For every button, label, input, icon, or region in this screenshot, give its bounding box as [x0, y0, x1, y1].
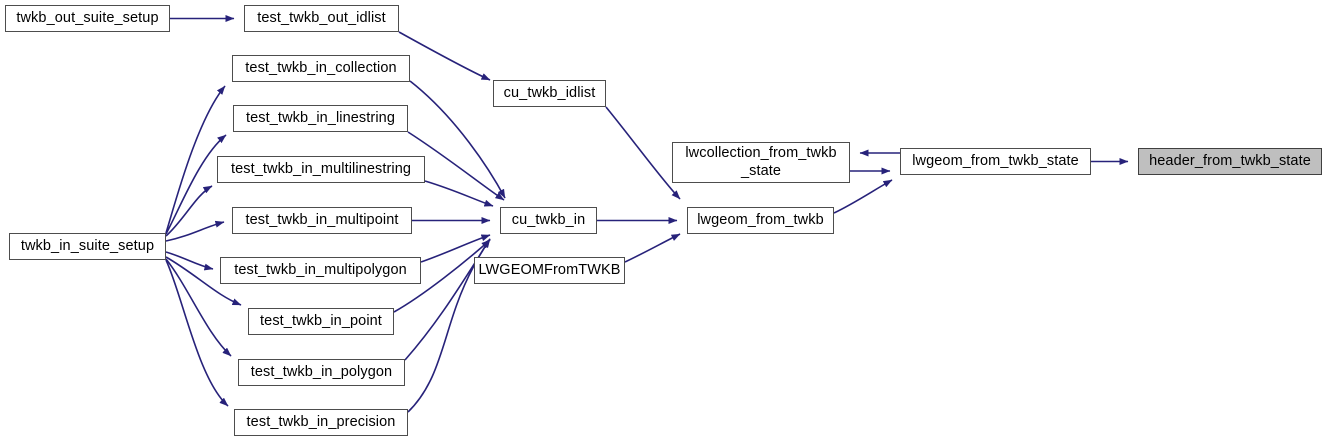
edge-twkb_in_suite_setup-to-test_twkb_in_multipoint — [165, 220, 225, 242]
node-lwgeom_from_twkb_state[interactable]: lwgeom_from_twkb_state — [900, 148, 1091, 175]
edge-lwgeom_from_twkb-to-lwgeom_from_twkb_state — [833, 179, 893, 214]
edge-cu_twkb_idlist-to-lwgeom_from_twkb — [605, 106, 681, 200]
edge-twkb_in_suite_setup-to-test_twkb_in_multipolygon — [165, 251, 214, 271]
edge-twkb_in_suite_setup-to-test_twkb_in_point — [165, 256, 242, 306]
node-test_twkb_in_multipolygon[interactable]: test_twkb_in_multipolygon — [220, 257, 421, 284]
edge-twkb_in_suite_setup-to-test_twkb_in_multilinestring — [165, 185, 213, 237]
node-lwcollection_from_twkb_state[interactable]: lwcollection_from_twkb _state — [672, 142, 850, 183]
node-test_twkb_in_precision[interactable]: test_twkb_in_precision — [234, 409, 408, 436]
node-lwgeom_from_twkb[interactable]: lwgeom_from_twkb — [687, 207, 834, 234]
node-test_twkb_in_polygon[interactable]: test_twkb_in_polygon — [238, 359, 405, 386]
edge-test_twkb_in_collection-to-cu_twkb_in — [409, 80, 506, 199]
edge-test_twkb_in_linestring-to-cu_twkb_in — [407, 131, 505, 201]
edge-test_twkb_in_multipolygon-to-cu_twkb_in — [420, 234, 491, 263]
node-test_twkb_in_multilinestring[interactable]: test_twkb_in_multilinestring — [217, 156, 425, 183]
node-test_twkb_in_point[interactable]: test_twkb_in_point — [248, 308, 394, 335]
edge-LWGEOMFromTWKB-to-lwgeom_from_twkb — [624, 233, 681, 263]
node-twkb_out_suite_setup[interactable]: twkb_out_suite_setup — [5, 5, 170, 32]
node-test_twkb_in_multipoint[interactable]: test_twkb_in_multipoint — [232, 207, 412, 234]
edge-twkb_in_suite_setup-to-test_twkb_in_precision — [165, 259, 229, 407]
edge-test_twkb_out_idlist-to-cu_twkb_idlist — [398, 31, 491, 81]
node-test_twkb_in_linestring[interactable]: test_twkb_in_linestring — [233, 105, 408, 132]
edge-twkb_in_suite_setup-to-test_twkb_in_collection — [165, 85, 226, 234]
edge-twkb_in_suite_setup-to-test_twkb_in_linestring — [165, 134, 227, 235]
node-test_twkb_out_idlist[interactable]: test_twkb_out_idlist — [244, 5, 399, 32]
edge-twkb_in_suite_setup-to-test_twkb_in_polygon — [165, 258, 232, 357]
node-test_twkb_in_collection[interactable]: test_twkb_in_collection — [232, 55, 410, 82]
edge-test_twkb_in_precision-to-cu_twkb_in — [407, 238, 491, 413]
node-header_from_twkb_state[interactable]: header_from_twkb_state — [1138, 148, 1322, 175]
node-cu_twkb_in[interactable]: cu_twkb_in — [500, 207, 597, 234]
node-cu_twkb_idlist[interactable]: cu_twkb_idlist — [493, 80, 606, 107]
edge-paths — [165, 15, 1129, 413]
node-twkb_in_suite_setup[interactable]: twkb_in_suite_setup — [9, 233, 166, 260]
node-LWGEOMFromTWKB[interactable]: LWGEOMFromTWKB — [474, 257, 625, 284]
edge-test_twkb_in_multilinestring-to-cu_twkb_in — [424, 180, 494, 207]
edge-test_twkb_in_point-to-cu_twkb_in — [393, 239, 491, 313]
